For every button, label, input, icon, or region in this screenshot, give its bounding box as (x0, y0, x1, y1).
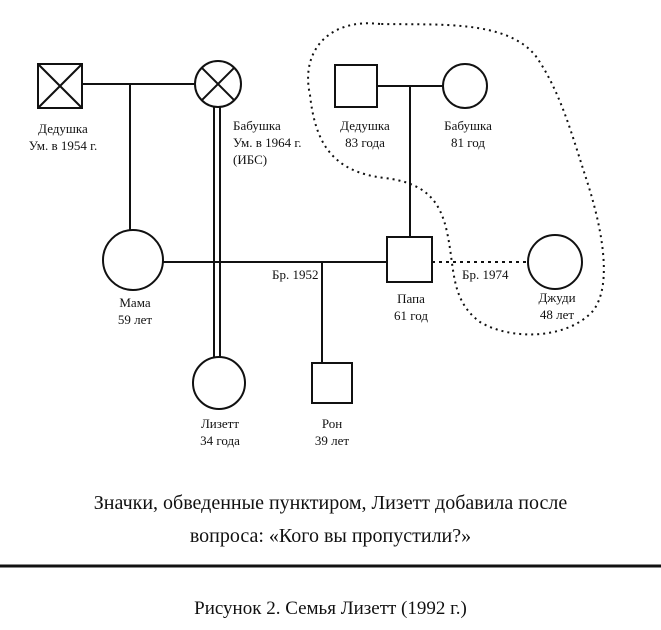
dotted-outline (307, 22, 605, 336)
bab2-name: Бабушка (444, 118, 492, 133)
marriage-1974-label: Бр. 1974 (462, 267, 509, 282)
papa-label: Папа 61 год (378, 290, 444, 324)
marriage-1952-label: Бр. 1952 (272, 267, 319, 282)
caption-line-2: вопроса: «Кого вы пропустили?» (189, 525, 472, 547)
mama-symbol (102, 229, 164, 291)
bab1-info: Ум. в 1964 г. (233, 135, 302, 150)
mama-name: Мама (119, 295, 151, 310)
papa-name: Папа (397, 291, 425, 306)
bab1-label: Бабушка Ум. в 1964 г. (ИБС) (233, 117, 302, 168)
ron-label: Рон 39 лет (300, 415, 364, 449)
ded1-name: Дедушка (38, 121, 88, 136)
ded1-label: Дедушка Ум. в 1954 г. (18, 120, 108, 154)
lizett-label: Лизетт 34 года (188, 415, 252, 449)
papa-symbol (386, 236, 433, 283)
judy-info: 48 лет (539, 307, 575, 322)
ron-info: 39 лет (314, 433, 350, 448)
mama-label: Мама 59 лет (105, 294, 165, 328)
deceased-grandfather-symbol (37, 63, 83, 109)
figure-title: Рисунок 2. Семья Лизетт (1992 г.) (194, 598, 467, 619)
ded2-name: Дедушка (340, 118, 390, 133)
judy-name: Джуди (538, 290, 576, 305)
bab1-extra: (ИБС) (233, 152, 268, 167)
bab2-label: Бабушка 81 год (425, 117, 511, 151)
caption-line-1: Значки, обведенные пунктиром, Лизетт доб… (93, 492, 568, 514)
ded2-info: 83 года (345, 135, 385, 150)
mama-info: 59 лет (117, 312, 153, 327)
lizett-symbol (192, 356, 246, 410)
ded2-label: Дедушка 83 года (320, 117, 410, 151)
papa-info: 61 год (394, 308, 428, 323)
lizett-name: Лизетт (200, 416, 240, 431)
lizett-info: 34 года (200, 433, 240, 448)
grandmother-symbol (442, 63, 488, 109)
judy-label: Джуди 48 лет (522, 289, 592, 323)
deceased-grandmother-symbol (194, 60, 242, 108)
ron-symbol (311, 362, 353, 404)
bab1-name: Бабушка (233, 118, 281, 133)
judy-symbol (527, 234, 583, 290)
ded1-info: Ум. в 1954 г. (28, 138, 98, 153)
grandfather-symbol (334, 64, 378, 108)
bab2-info: 81 год (451, 135, 485, 150)
ron-name: Рон (321, 416, 343, 431)
